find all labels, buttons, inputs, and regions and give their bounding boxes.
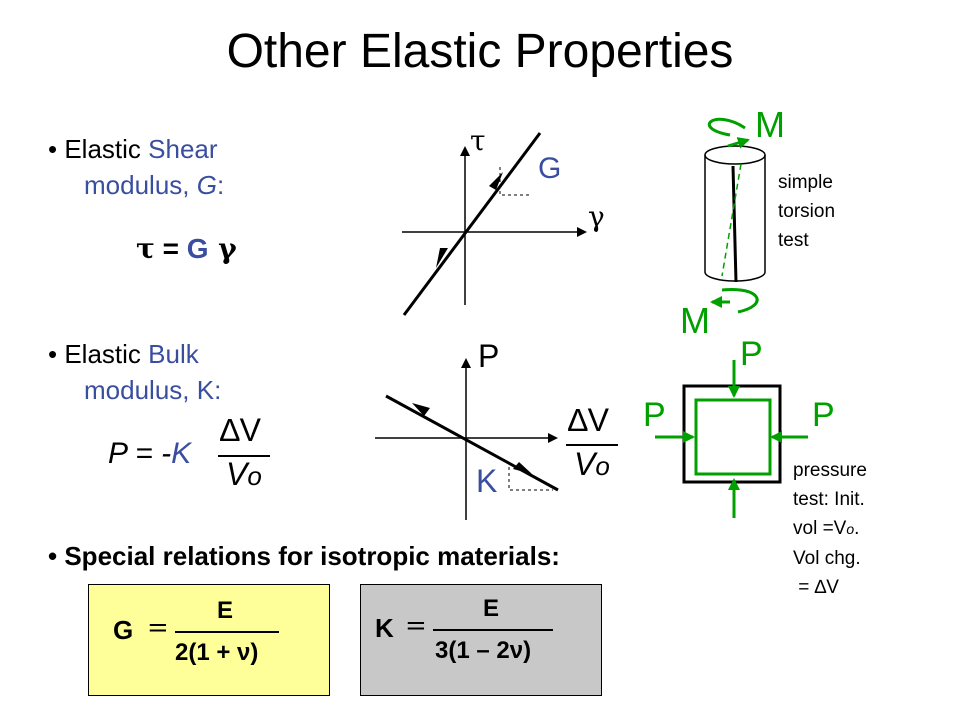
eq-P: P = -	[108, 437, 172, 470]
moment-curve-top	[707, 117, 746, 137]
graph-fraction-line	[566, 444, 618, 446]
pressure-cube	[655, 360, 808, 518]
shear-slope-triangle	[499, 167, 530, 196]
eq-den-o: o	[247, 461, 262, 491]
bullet-dot: •	[48, 134, 58, 164]
bulk-text-bulk: Bulk	[148, 339, 199, 369]
graph-G-label: G	[538, 152, 562, 185]
graph-gamma-label: γ	[588, 200, 605, 233]
torsion-line-dashed	[721, 163, 742, 277]
formula-G-den: 2(1 + ν)	[175, 639, 259, 666]
pressure-caption-line: pressure	[793, 460, 867, 481]
eq-K: K	[171, 437, 192, 470]
shear-line	[402, 132, 542, 316]
eq-equals: =	[154, 233, 187, 264]
bullet-dot: •	[48, 339, 58, 369]
formula-G-lhs: G	[113, 615, 134, 645]
special-relations-heading: • Special relations for isotropic materi…	[48, 541, 560, 572]
shear-down-arrowhead	[436, 248, 448, 268]
torsion-caption-line: simple	[778, 172, 833, 193]
pressure-caption-line: vol =Vo.	[793, 518, 860, 539]
bulk-slope-triangle	[508, 467, 553, 491]
bulk-bullet-line1: • Elastic Bulk	[48, 337, 199, 371]
pressure-caption-line: Vol chg.	[793, 548, 861, 569]
eq-gamma: γ	[208, 232, 237, 265]
torsion-caption-line: torsion	[778, 201, 836, 222]
formula-K-line	[433, 629, 553, 631]
cube-P-top: P	[740, 335, 763, 373]
formula-G-eq: =	[147, 613, 169, 643]
torsion-M-bottom: M	[680, 300, 710, 341]
cube-P-right: P	[812, 396, 835, 434]
formula-K-eq: =	[405, 611, 427, 641]
formula-K-box: K = E 3(1 – 2ν)	[360, 584, 602, 696]
torsion-M-top: M	[755, 104, 785, 145]
graph-den-o: o	[595, 451, 610, 481]
cylinder-top	[704, 145, 766, 165]
bulk-text-elastic: Elastic	[64, 339, 149, 369]
eq-den-V: V	[226, 456, 248, 492]
shear-bullet-line2: modulus, G:	[84, 168, 224, 202]
shear-text-elastic: Elastic	[64, 134, 149, 164]
moment-curve-bottom	[721, 287, 759, 314]
bulk-eq-lhs: P = -K	[108, 437, 191, 471]
torsion-line-solid	[731, 165, 738, 283]
bulk-eq-fraction-line	[218, 455, 270, 457]
pressure-caption-line: = ∆V	[793, 577, 839, 598]
bulk-graph	[375, 358, 559, 520]
formula-K-num: E	[483, 595, 500, 622]
pressure-caption: pressure test: Init. vol =Vo. Vol chg. =…	[793, 456, 867, 602]
formula-G-num: E	[217, 597, 234, 624]
cube-P-left: P	[643, 396, 666, 434]
formula-K-lhs: K	[375, 613, 394, 643]
page-title: Other Elastic Properties	[226, 25, 734, 78]
bullet-dot: •	[48, 541, 58, 571]
graph-den-V: V	[574, 446, 596, 482]
moment-arrow-top	[727, 137, 750, 149]
bulk-bullet-line2: modulus, K:	[84, 375, 222, 405]
eq-tau: τ	[136, 232, 155, 265]
graph-numerator: ∆V	[568, 402, 609, 438]
shear-equation: τ = G γ	[136, 232, 237, 265]
graph-P-label: P	[478, 338, 500, 374]
torsion-diagram	[704, 117, 766, 314]
formula-G-line	[175, 631, 279, 633]
bulk-eq-numerator: ∆V	[220, 412, 261, 448]
shear-graph	[402, 132, 587, 316]
torsion-caption: simple torsion test	[778, 168, 835, 255]
bulk-down-arrowhead	[513, 462, 532, 474]
eq-G: G	[186, 233, 209, 264]
bulk-up-arrowhead	[412, 403, 430, 416]
bulk-eq-denominator: Vo	[226, 456, 262, 493]
shear-text-modulus: modulus,	[84, 170, 197, 200]
cube-inner	[694, 398, 772, 476]
pressure-caption-line: test: Init.	[793, 489, 865, 510]
graph-tau-label: τ	[470, 124, 486, 157]
torsion-caption-line: test	[778, 230, 809, 251]
graph-denominator: Vo	[574, 446, 610, 483]
formula-G-box: G = E 2(1 + ν)	[88, 584, 330, 696]
graph-K-label: K	[476, 463, 498, 499]
shear-text-shear: Shear	[148, 134, 218, 164]
shear-text-G: G	[196, 170, 217, 200]
formula-K-den: 3(1 – 2ν)	[435, 637, 532, 664]
special-relations-text: Special relations for isotropic material…	[64, 541, 560, 571]
shear-up-arrowhead	[489, 172, 503, 190]
shear-bullet-line1: • Elastic Shear	[48, 132, 218, 166]
shear-text-colon: :	[216, 170, 225, 200]
bulk-line	[385, 394, 559, 492]
